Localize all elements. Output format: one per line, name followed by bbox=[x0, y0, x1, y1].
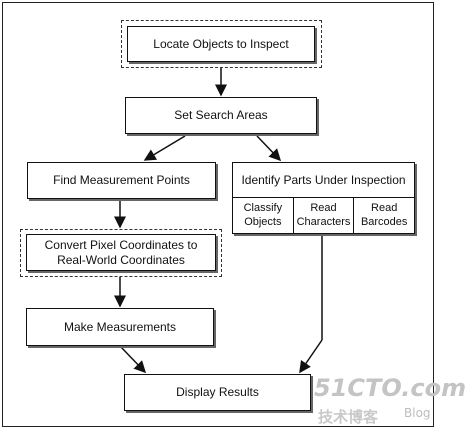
identify-title: Identify Parts Under Inspection bbox=[233, 163, 414, 198]
watermark-sub: 技术博客 bbox=[318, 408, 379, 426]
arrow-measure-to-results bbox=[119, 345, 147, 374]
node-make-measurements: Make Measurements bbox=[26, 308, 214, 346]
watermark-brand: 51CTO.com bbox=[314, 374, 466, 402]
locate-dashed-outline bbox=[121, 20, 322, 68]
node-display-results: Display Results bbox=[124, 374, 311, 411]
node-identify-parts: Identify Parts Under Inspection Classify… bbox=[232, 162, 415, 234]
node-locate-objects: Locate Objects to Inspect bbox=[127, 26, 315, 62]
connector-layer bbox=[114, 67, 323, 374]
arrow-identify-to-results-tip bbox=[299, 339, 323, 374]
node-find-measurement-points: Find Measurement Points bbox=[27, 162, 216, 199]
watermark-blog: Blog bbox=[404, 406, 431, 420]
subtask-read-characters: Read Characters bbox=[292, 198, 354, 233]
subtask-read-barcodes: Read Barcodes bbox=[353, 198, 414, 233]
identify-subtasks: Classify Objects Read Characters Read Ba… bbox=[233, 198, 414, 233]
node-set-search-areas: Set Search Areas bbox=[125, 97, 317, 134]
subtask-classify-objects: Classify Objects bbox=[243, 201, 283, 228]
arrow-search-to-identify bbox=[256, 135, 282, 162]
arrow-search-to-find bbox=[143, 135, 186, 161]
flowchart: Locate Objects to Inspect Set Search Are… bbox=[2, 2, 466, 427]
node-convert-coordinates: Convert Pixel Coordinates to Real-World … bbox=[26, 234, 216, 271]
convert-dashed-outline bbox=[20, 229, 222, 277]
